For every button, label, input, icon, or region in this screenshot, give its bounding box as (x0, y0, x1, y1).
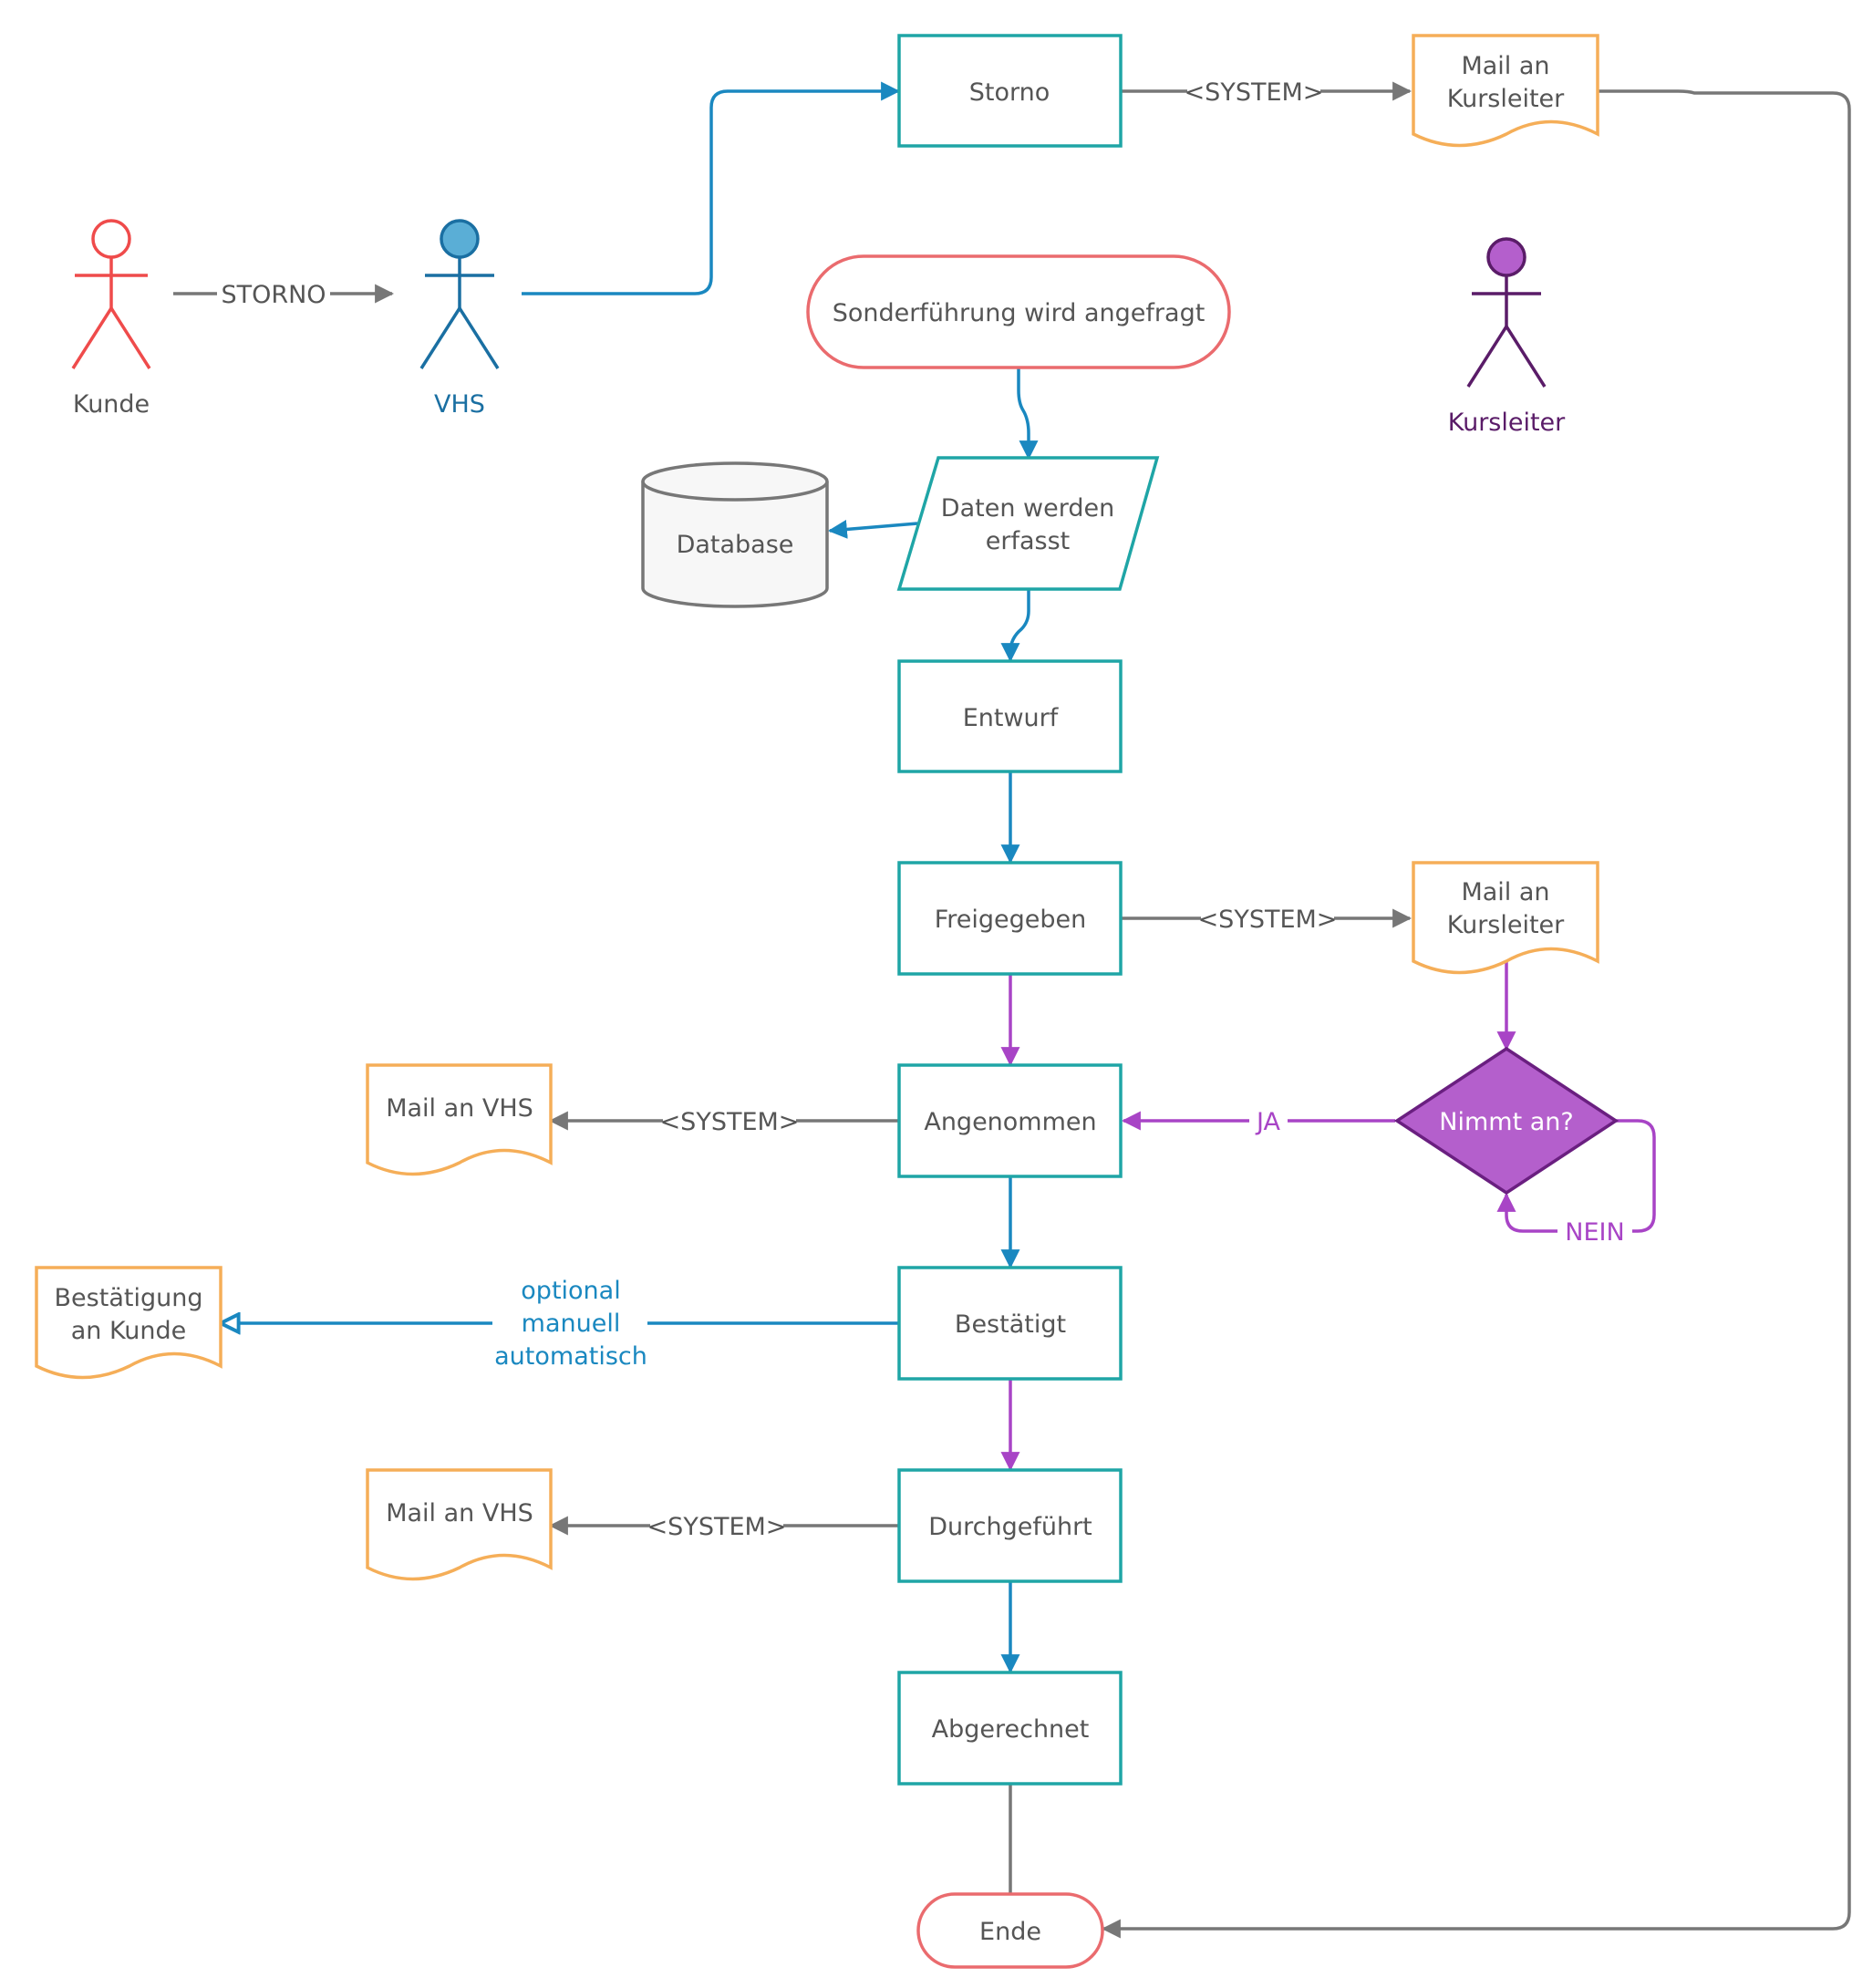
doc-bestaetigung-kunde[interactable]: Bestätigung an Kunde (35, 1266, 222, 1380)
actor-label-vhs: VHS (434, 390, 485, 419)
doc-label-kursleiter: Kursleiter (1447, 911, 1565, 939)
doc-mail-vhs-1[interactable]: Mail an VHS (366, 1063, 553, 1176)
node-label-freigegeben: Freigegeben (935, 906, 1087, 934)
edge-label-ja: JA (1255, 1108, 1280, 1136)
edge-label-manuell: manuell (522, 1310, 621, 1338)
node-label-abgerechnet: Abgerechnet (932, 1715, 1090, 1744)
node-label-angenommen: Angenommen (924, 1108, 1096, 1136)
edge-sonderfuehrung-daten[interactable] (1017, 368, 1039, 461)
doc-label-mail-an-vhs: Mail an VHS (386, 1094, 533, 1123)
database-cylinder[interactable]: Database (641, 461, 829, 608)
person-icon (71, 219, 151, 369)
doc-mail-vhs-2[interactable]: Mail an VHS (366, 1468, 553, 1581)
io-label-erfasst: erfasst (986, 527, 1070, 555)
doc-mail-kursleiter-top[interactable]: Mail an Kursleiter (1412, 34, 1599, 148)
edge-label-automatisch: automatisch (494, 1342, 647, 1371)
edge-nimmt-an-nein[interactable]: NEIN (1496, 1119, 1656, 1248)
decision-label-nimmt-an: Nimmt an? (1439, 1108, 1573, 1136)
actor-label-kunde: Kunde (73, 390, 150, 419)
node-freigegeben[interactable]: Freigegeben (897, 861, 1123, 976)
doc-label-an-kunde: an Kunde (71, 1317, 187, 1345)
edge-label-system-angenommen: <SYSTEM> (660, 1108, 800, 1136)
edge-kunde-vhs[interactable]: STORNO (173, 276, 395, 311)
edge-vhs-storno[interactable] (522, 81, 901, 295)
edge-nimmt-an-ja[interactable]: JA (1121, 1103, 1395, 1138)
node-label-entwurf: Entwurf (963, 704, 1060, 732)
database-label: Database (677, 531, 794, 559)
doc-label-mail-an: Mail an (1461, 878, 1549, 906)
node-abgerechnet[interactable]: Abgerechnet (897, 1671, 1123, 1786)
edge-daten-entwurf[interactable] (1000, 589, 1030, 663)
terminal-ende[interactable]: Ende (916, 1892, 1104, 1969)
doc-label-mail-an: Mail an (1461, 52, 1549, 80)
edge-freigegeben-mail-kursleiter[interactable]: <SYSTEM> (1121, 901, 1413, 936)
edge-label-storno: STORNO (221, 281, 326, 309)
actor-label-kursleiter: Kursleiter (1448, 409, 1566, 437)
node-label-storno: Storno (969, 78, 1050, 107)
terminal-label-ende: Ende (979, 1918, 1041, 1946)
node-label-durchgefuehrt: Durchgeführt (928, 1513, 1092, 1541)
edge-bestaetigt-bestaetigung[interactable]: optional manuell automatisch (221, 1270, 899, 1376)
edge-label-system-storno: <SYSTEM> (1185, 78, 1324, 107)
doc-label-kursleiter: Kursleiter (1447, 85, 1565, 113)
node-entwurf[interactable]: Entwurf (897, 659, 1123, 773)
decision-nimmt-an[interactable]: Nimmt an? (1393, 1046, 1619, 1196)
node-durchgefuehrt[interactable]: Durchgeführt (897, 1468, 1123, 1583)
doc-mail-kursleiter-mid[interactable]: Mail an Kursleiter (1412, 861, 1599, 975)
edge-mail-kursleiter-ende[interactable] (1101, 89, 1851, 1939)
node-angenommen[interactable]: Angenommen (897, 1063, 1123, 1178)
actor-kursleiter[interactable]: Kursleiter (1448, 237, 1566, 437)
node-storno[interactable]: Storno (897, 34, 1123, 148)
terminal-label-sonderfuehrung: Sonderführung wird angefragt (833, 299, 1206, 327)
io-label-daten-werden: Daten werden (941, 494, 1114, 523)
edge-label-nein: NEIN (1565, 1218, 1624, 1247)
edge-label-optional: optional (521, 1277, 620, 1305)
node-label-bestaetigt: Bestätigt (955, 1310, 1066, 1339)
actor-kunde[interactable]: Kunde (71, 219, 151, 419)
edge-angenommen-mail-vhs[interactable]: <SYSTEM> (548, 1103, 899, 1138)
node-bestaetigt[interactable]: Bestätigt (897, 1266, 1123, 1381)
person-icon (419, 219, 500, 369)
edge-label-system-durchgefuehrt: <SYSTEM> (647, 1513, 787, 1541)
person-icon (1466, 237, 1547, 388)
doc-label-mail-an-vhs: Mail an VHS (386, 1499, 533, 1527)
edge-daten-database[interactable] (827, 519, 918, 539)
actor-vhs[interactable]: VHS (419, 219, 500, 419)
edge-durchgefuehrt-mail-vhs[interactable]: <SYSTEM> (548, 1508, 899, 1543)
edge-label-system-freigegeben: <SYSTEM> (1198, 906, 1338, 934)
edge-storno-mail-kursleiter[interactable]: <SYSTEM> (1121, 74, 1413, 109)
doc-label-bestaetigung: Bestätigung (55, 1284, 203, 1312)
terminal-sonderfuehrung[interactable]: Sonderführung wird angefragt (806, 254, 1231, 369)
io-daten-erfasst[interactable]: Daten werden erfasst (896, 456, 1160, 591)
